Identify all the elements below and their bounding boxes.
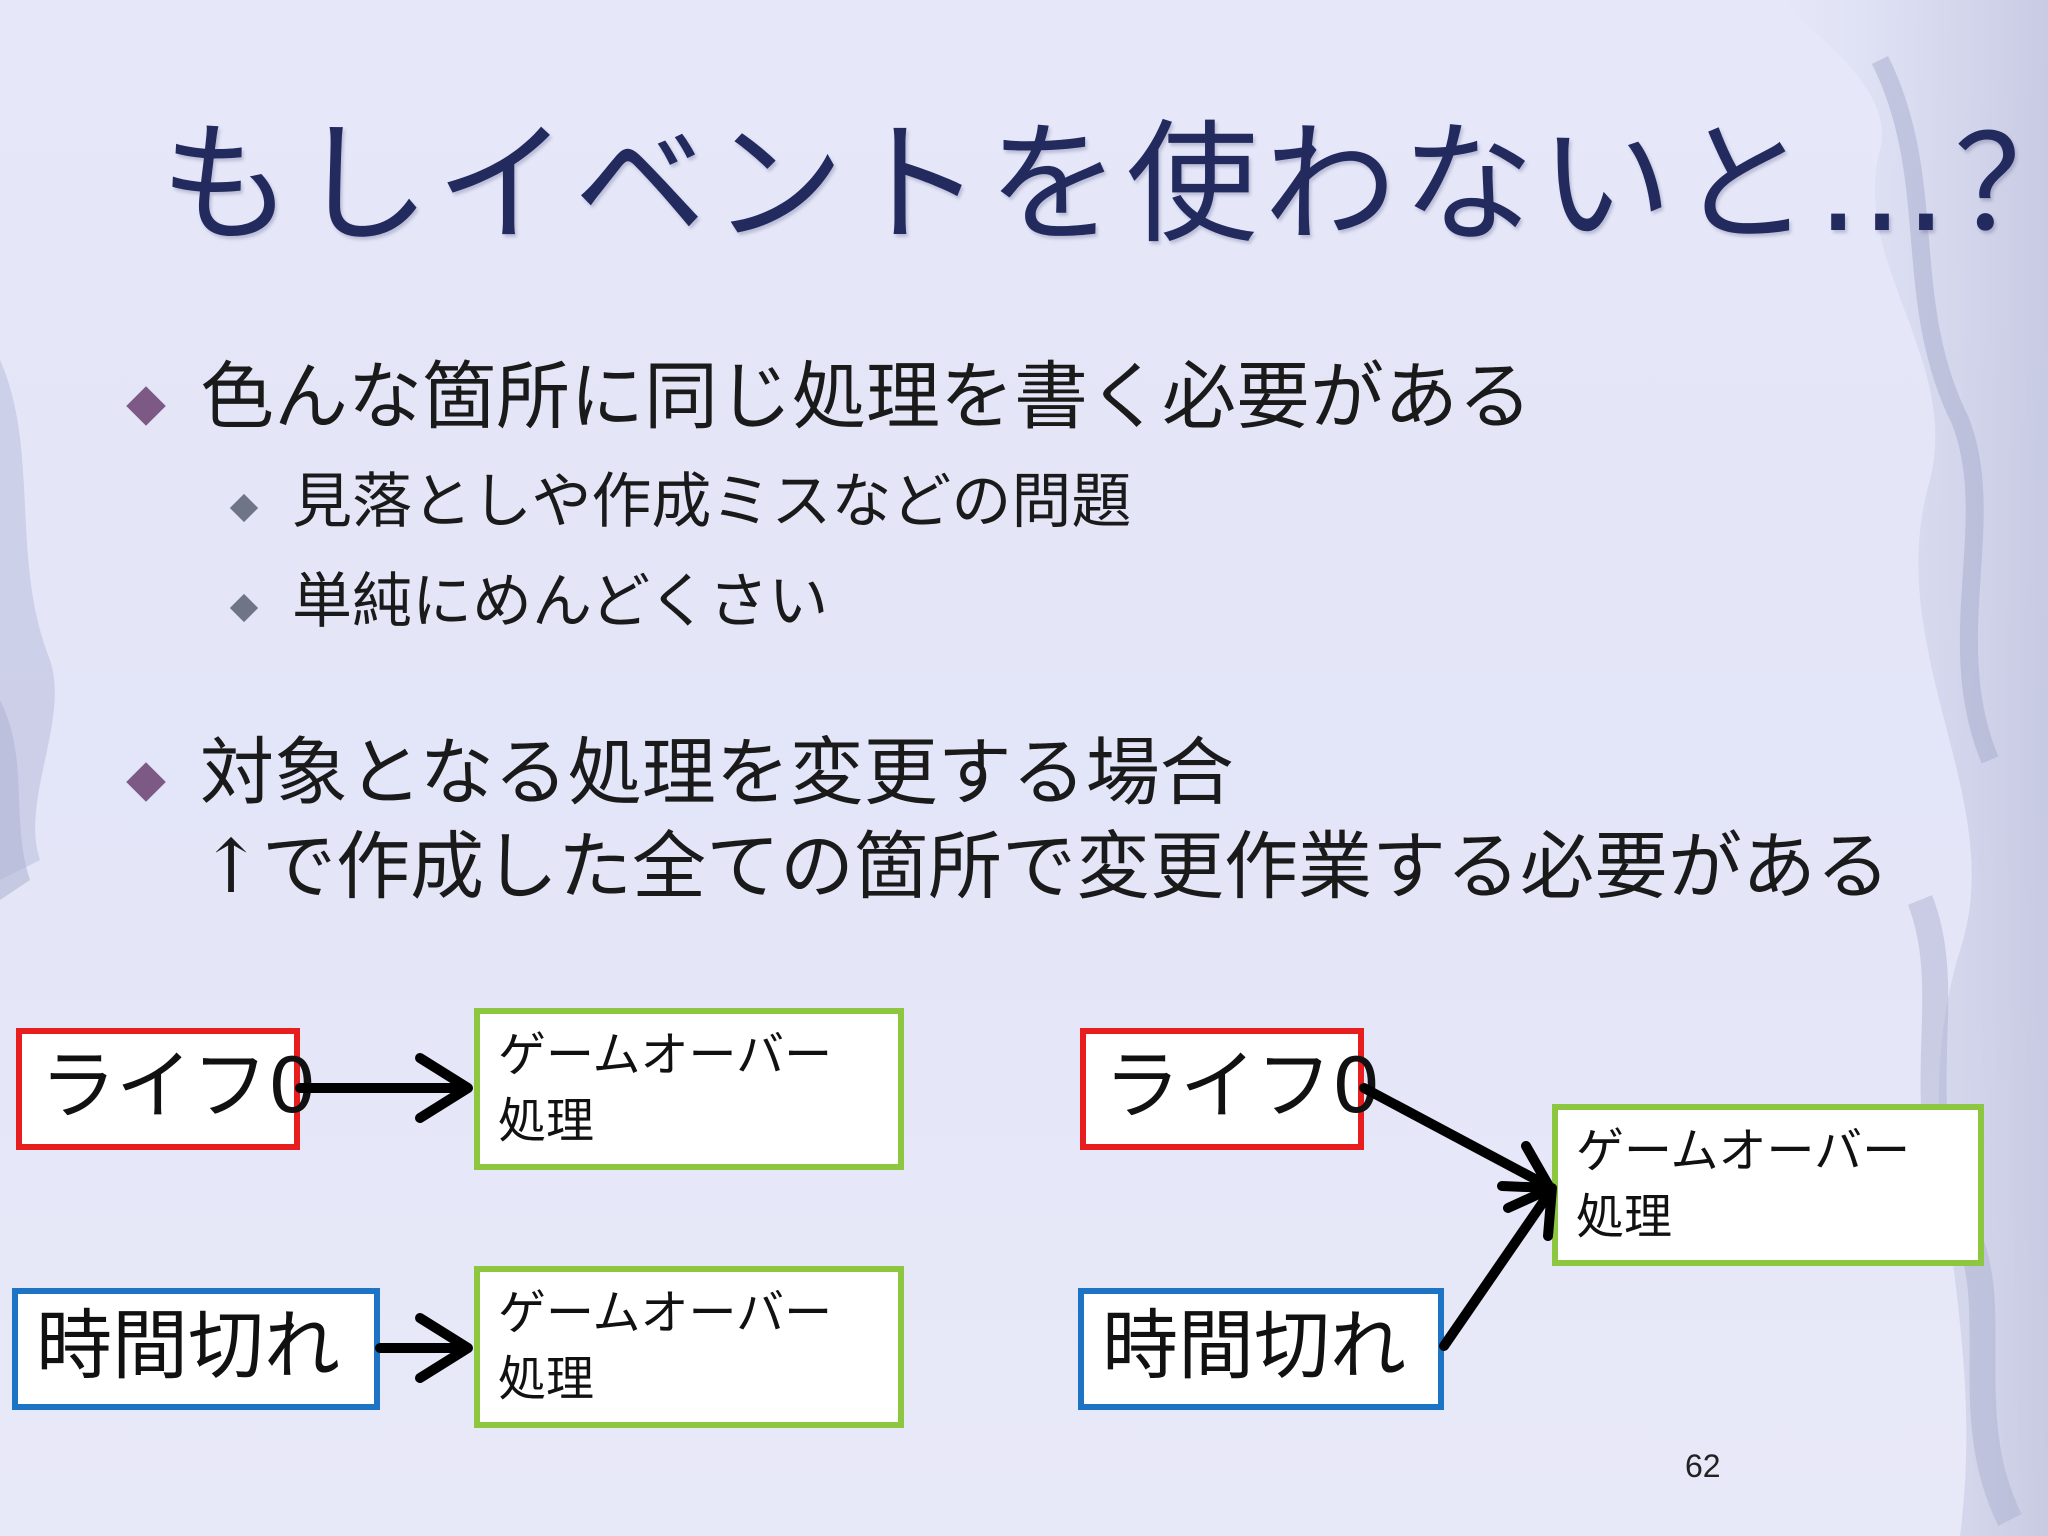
bullet-2-text: 対象となる処理を変更する場合 — [200, 730, 1234, 816]
arrow-head-icon — [1503, 1183, 1557, 1241]
game-over-process-box: ゲームオーバー 処理 — [474, 1266, 904, 1428]
trigger-life-box: ライフ0 — [1080, 1028, 1380, 1150]
game-over-process-box: ゲームオーバー 処理 — [474, 1008, 904, 1170]
trigger-time-box: 時間切れ — [1078, 1288, 1444, 1410]
game-over-process-box: ゲームオーバー 処理 — [1552, 1104, 1984, 1266]
trigger-time-box: 時間切れ — [12, 1288, 380, 1410]
arrow-line — [1359, 1083, 1553, 1191]
bullet-2-text-line2: ↑で作成した全ての箇所で変更作業する必要がある — [200, 824, 1891, 910]
slide-title: もしイベントを使わないと…？ — [160, 108, 2048, 262]
trigger-life-box: ライフ0 — [16, 1028, 316, 1150]
page-number: 62 — [1685, 1448, 1721, 1484]
bullet-1-text: 色んな箇所に同じ処理を書く必要がある — [200, 354, 1532, 440]
sub-bullet-2: 単純にめんどくさい — [292, 567, 829, 637]
arrow-head-icon — [415, 1053, 473, 1123]
arrow-line — [1439, 1187, 1555, 1351]
arrow-head-icon — [415, 1313, 473, 1383]
sub-bullet-1: 見落としや作成ミスなどの問題 — [292, 467, 1132, 537]
